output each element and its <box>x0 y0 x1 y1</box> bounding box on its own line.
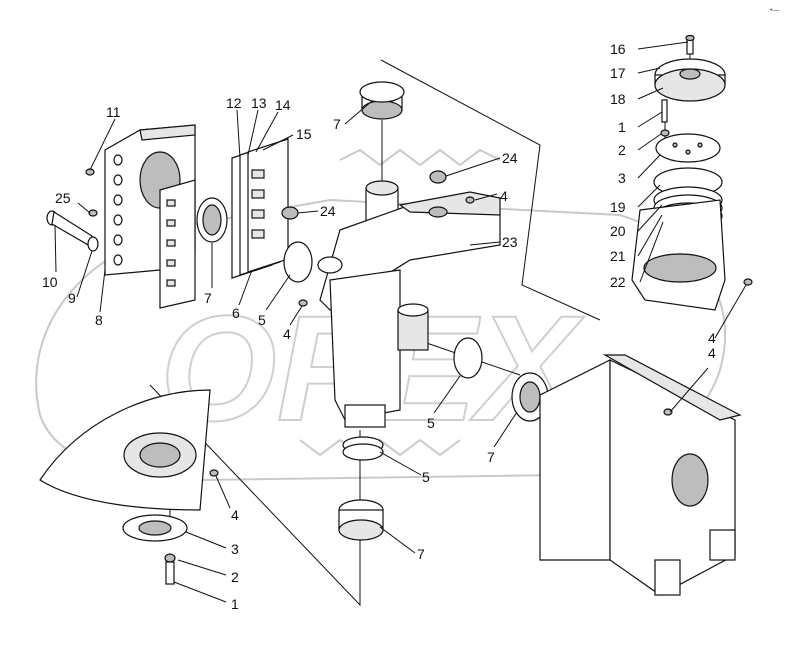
corner-mark: •— <box>770 7 779 14</box>
bushing-7-left <box>196 197 228 243</box>
bolt-1-right <box>661 99 668 123</box>
callout-1-bottom: 1 <box>231 596 239 612</box>
callout-18-top: 18 <box>610 91 626 107</box>
callout-8: 8 <box>95 312 103 328</box>
shim-strip-left <box>159 179 196 309</box>
callout-4-far-right: 4 <box>708 330 716 346</box>
bushing-7-bottom <box>338 499 384 541</box>
grease-fitting-4-left <box>298 299 308 307</box>
grease-fitting-4-bottom <box>209 469 219 477</box>
bolt-1-bottom <box>165 561 175 585</box>
cap-17 <box>654 58 726 102</box>
washer-9 <box>87 236 99 252</box>
callout-19: 19 <box>610 199 626 215</box>
nut-24-right <box>429 170 447 184</box>
callout-25: 25 <box>55 190 71 206</box>
callout-4-frame: 4 <box>708 345 716 361</box>
nut-24-mid <box>281 206 299 220</box>
callout-7-bottom: 7 <box>417 546 425 562</box>
callout-24-mid: 24 <box>320 203 336 219</box>
callout-3-bottom: 3 <box>231 541 239 557</box>
callout-22: 22 <box>610 274 626 290</box>
callout-13: 13 <box>251 95 267 111</box>
callout-11: 11 <box>106 104 121 120</box>
callout-20: 20 <box>610 223 626 239</box>
callout-9: 9 <box>68 290 76 306</box>
callout-labels: 16 17 18 1 2 3 19 20 21 22 4 4 7 24 4 24… <box>42 41 716 612</box>
callout-5-mid: 5 <box>427 415 435 431</box>
callout-17-top: 17 <box>610 65 626 81</box>
callout-21: 21 <box>610 248 626 264</box>
bushing-7-mid <box>511 372 549 422</box>
housing-22 <box>631 199 726 311</box>
knuckle-23 <box>317 82 501 428</box>
callout-7-top: 7 <box>333 116 341 132</box>
callout-5-low: 5 <box>422 469 430 485</box>
nut-25 <box>88 209 98 217</box>
callout-6: 6 <box>232 305 240 321</box>
callout-3-right: 3 <box>618 170 626 186</box>
grease-fitting-4-far-right <box>743 278 753 286</box>
callout-4-lug: 4 <box>500 188 508 204</box>
bushing-7-top <box>359 81 405 103</box>
callout-16-top: 16 <box>610 41 626 57</box>
seal-ring-5-left <box>283 241 313 283</box>
washer-2-bottom <box>164 553 176 563</box>
callout-24-right: 24 <box>502 150 518 166</box>
callout-10: 10 <box>42 274 58 290</box>
flange-3-bottom <box>122 514 188 542</box>
callout-4-bottom: 4 <box>231 507 239 523</box>
bolt-16 <box>685 34 695 55</box>
grease-fitting-4-frame <box>663 408 673 416</box>
callout-23: 23 <box>502 234 518 250</box>
frame-bracket <box>539 354 742 596</box>
callout-2-right: 2 <box>618 142 626 158</box>
callout-14: 14 <box>275 97 291 113</box>
shim-stack-12-15 <box>231 138 289 279</box>
seal-ring-5-low <box>342 436 384 461</box>
callout-2-bottom: 2 <box>231 569 239 585</box>
callout-7-left: 7 <box>204 290 212 306</box>
callout-4-left: 4 <box>283 326 291 342</box>
callout-5-left: 5 <box>258 312 266 328</box>
washer-2-right <box>660 129 670 137</box>
callout-12: 12 <box>226 95 242 111</box>
seal-ring-5-mid <box>453 337 483 379</box>
plate-3-right <box>655 133 721 163</box>
leader-lines <box>54 41 747 603</box>
lower-housing <box>39 389 211 511</box>
callout-15: 15 <box>296 126 312 142</box>
grease-fitting-4-lug <box>465 196 475 204</box>
callout-7-mid: 7 <box>487 449 495 465</box>
callout-1-right: 1 <box>618 119 626 135</box>
bolt-10 <box>46 210 93 247</box>
